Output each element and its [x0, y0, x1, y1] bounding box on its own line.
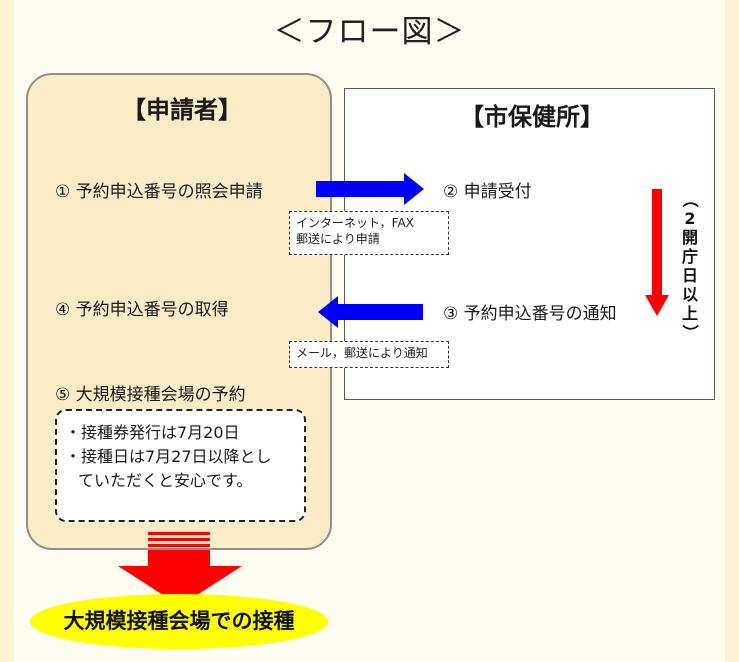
duration-open-paren: （ — [680, 191, 700, 208]
tip-line-2: ・接種日は7月27日以降とし — [65, 447, 272, 466]
processing-arrow — [645, 189, 669, 316]
health-center-heading: 【市保健所】 — [460, 103, 604, 131]
duration-char-1: 開 — [681, 228, 698, 247]
duration-char-3: 日 — [681, 266, 698, 285]
step-2-label: ② 申請受付 — [443, 182, 532, 202]
step-4-label: ④ 予約申込番号の取得 — [55, 300, 229, 320]
duration-number: 2 — [684, 209, 696, 228]
processing-duration-label: （ 2 開 庁 日 以 上 ） — [679, 190, 701, 342]
final-arrow — [118, 532, 242, 606]
duration-close-paren: ） — [680, 324, 700, 341]
applicant-heading: 【申請者】 — [122, 96, 242, 124]
request-method-line-1: インターネット，FAX — [296, 216, 414, 230]
notify-arrow — [318, 296, 423, 328]
request-arrow — [316, 173, 424, 205]
duration-char-4: 以 — [681, 285, 698, 304]
final-ellipse — [30, 594, 328, 649]
request-method-note: インターネット，FAX 郵送により申請 — [289, 211, 449, 255]
step-3-label: ③ 予約申込番号の通知 — [443, 304, 617, 324]
duration-char-5: 上 — [681, 304, 698, 323]
final-vaccination-label: 大規模接種会場での接種 — [63, 609, 295, 633]
duration-char-2: 庁 — [681, 247, 698, 266]
request-method-line-2: 郵送により申請 — [296, 232, 380, 246]
notify-method-note: メール，郵送により通知 — [289, 341, 449, 368]
step-5-label: ⑤ 大規模接種会場の予約 — [55, 385, 246, 405]
diagram-title: ＜フロー図＞ — [273, 14, 466, 50]
tip-line-1: ・接種券発行は7月20日 — [65, 423, 240, 442]
tip-line-3: ていただくと安心です。 — [78, 471, 253, 490]
step-1-label: ① 予約申込番号の照会申請 — [55, 182, 263, 202]
tips-box: ・接種券発行は7月20日 ・接種日は7月27日以降とし ていただくと安心です。 — [55, 409, 306, 522]
